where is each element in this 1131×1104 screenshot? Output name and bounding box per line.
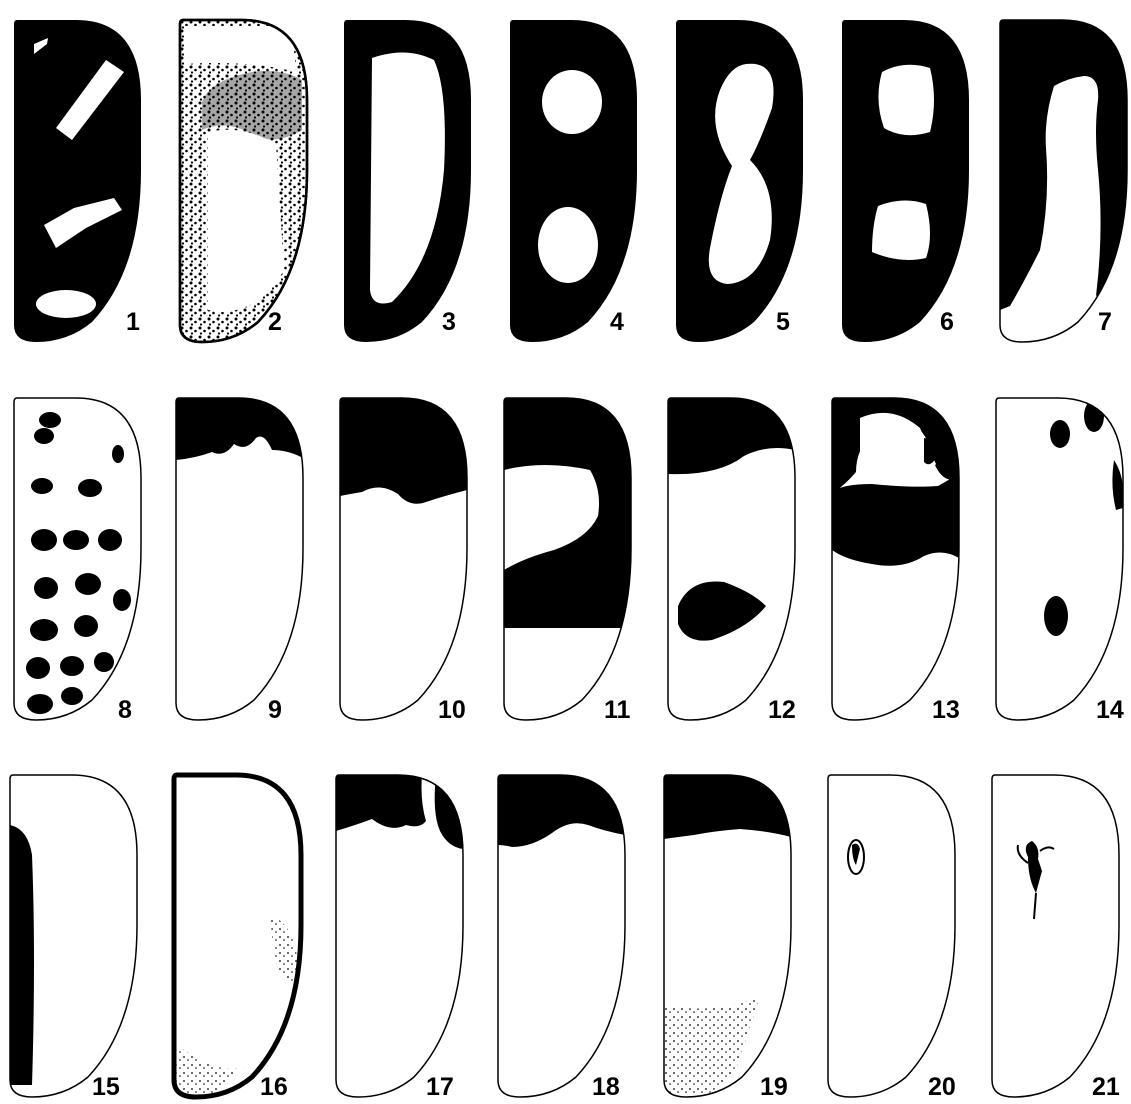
seed-figure: 11 <box>504 398 631 728</box>
seed-figure: 17 <box>336 775 463 1101</box>
seed-figure: 9 <box>176 398 303 724</box>
seed-figure: 15 <box>10 775 137 1101</box>
seed-figure: 5 <box>676 20 803 342</box>
seed-figure: 10 <box>340 398 467 724</box>
figure-number: 10 <box>438 696 466 724</box>
seed-figure: 21 <box>992 775 1120 1101</box>
seed-figure: 6 <box>842 20 969 342</box>
figure-number: 18 <box>592 1073 620 1101</box>
figure-number: 17 <box>426 1073 454 1101</box>
figure-number: 20 <box>928 1073 956 1101</box>
figure-number: 4 <box>610 308 624 336</box>
figure-number: 19 <box>760 1073 788 1101</box>
seed-figure: 16 <box>174 775 301 1101</box>
seed-figure: 4 <box>510 20 637 342</box>
seed-figure: 20 <box>828 775 956 1101</box>
figure-number: 9 <box>268 696 282 724</box>
seed-figure: 14 <box>996 398 1124 724</box>
figure-number: 14 <box>1096 696 1124 724</box>
seed-figure: 12 <box>668 398 796 724</box>
seed-figure: 2 <box>180 20 307 342</box>
seed-figure: 13 <box>832 398 960 724</box>
figure-number: 11 <box>604 696 631 724</box>
figure-number: 1 <box>126 308 140 336</box>
figure-number: 3 <box>442 308 456 336</box>
seed-figure: 3 <box>344 20 471 342</box>
seed-figure: 7 <box>1000 20 1127 342</box>
seed-figure: 19 <box>664 775 791 1101</box>
figure-number: 13 <box>932 696 960 724</box>
figure-number: 6 <box>940 308 954 336</box>
figure-number: 7 <box>1098 308 1112 336</box>
figure-number: 16 <box>260 1073 288 1101</box>
figure-number: 21 <box>1092 1073 1120 1101</box>
seed-figure: 18 <box>498 775 625 1101</box>
figure-number: 12 <box>768 696 796 724</box>
figure-number: 15 <box>92 1073 120 1101</box>
figure-number: 5 <box>776 308 790 336</box>
figure-number: 8 <box>118 696 132 724</box>
seed-figure: 8 <box>14 398 141 724</box>
figure-number: 2 <box>268 308 282 336</box>
seed-figure: 1 <box>14 20 141 342</box>
